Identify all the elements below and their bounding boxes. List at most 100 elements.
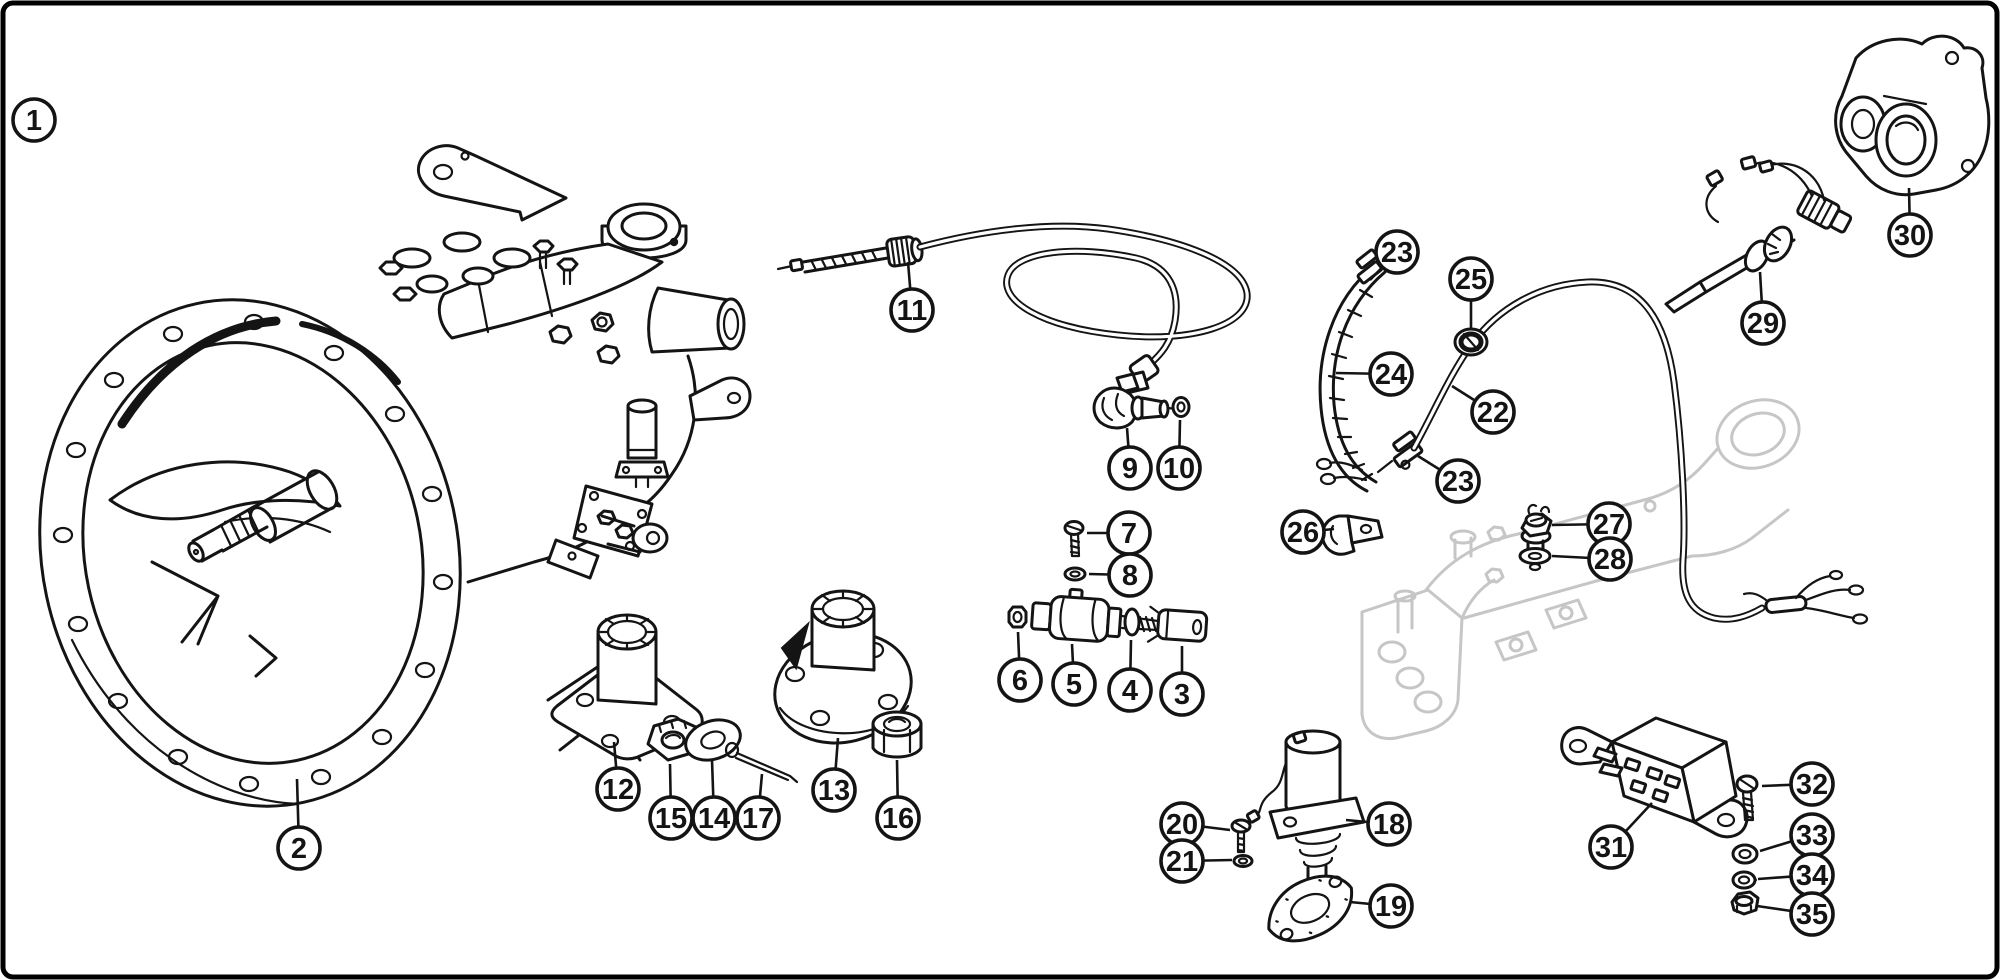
callout-circle[interactable] bbox=[1107, 552, 1153, 598]
callout-31[interactable]: 31 bbox=[1588, 802, 1653, 870]
callout-4[interactable]: 4 bbox=[1107, 639, 1153, 713]
callout-16[interactable]: 16 bbox=[875, 759, 921, 841]
callout-18[interactable]: 18 bbox=[1345, 801, 1412, 847]
callout-circle[interactable] bbox=[1107, 445, 1153, 491]
callout-circle[interactable] bbox=[1789, 761, 1835, 807]
callout-circle[interactable] bbox=[1368, 883, 1414, 929]
callout-number: 35 bbox=[1796, 899, 1828, 931]
grommet bbox=[1453, 327, 1489, 357]
input-shaft bbox=[187, 469, 339, 563]
callout-13[interactable]: 13 bbox=[811, 737, 857, 813]
callout-28[interactable]: 28 bbox=[1551, 536, 1633, 582]
callout-17[interactable]: 17 bbox=[735, 773, 781, 841]
callout-7[interactable]: 7 bbox=[1087, 510, 1152, 556]
callout-22[interactable]: 22 bbox=[1451, 384, 1516, 435]
callout-number: 32 bbox=[1796, 769, 1828, 801]
callout-21[interactable]: 21 bbox=[1159, 838, 1233, 884]
relay bbox=[1560, 716, 1749, 839]
callout-circle[interactable] bbox=[1280, 509, 1326, 555]
callout-2[interactable]: 2 bbox=[276, 778, 322, 871]
relay-terminals bbox=[1592, 746, 1682, 804]
harness-sleeve bbox=[1315, 248, 1424, 493]
callout-circle[interactable] bbox=[1435, 458, 1481, 504]
callout-5[interactable]: 5 bbox=[1051, 643, 1097, 707]
washer-33 bbox=[1731, 843, 1759, 865]
callout-9[interactable]: 9 bbox=[1107, 427, 1153, 491]
callout-circle[interactable] bbox=[1448, 256, 1494, 302]
callout-circle[interactable] bbox=[11, 97, 57, 143]
callout-circle[interactable] bbox=[1740, 300, 1786, 346]
callout-circle[interactable] bbox=[1051, 661, 1097, 707]
flange-nut bbox=[871, 710, 923, 759]
callout-23a[interactable]: 23 bbox=[1369, 229, 1420, 281]
callout-25[interactable]: 25 bbox=[1448, 256, 1494, 328]
callout-circle[interactable] bbox=[648, 795, 694, 841]
plain-washer bbox=[684, 718, 742, 762]
callout-circle[interactable] bbox=[1156, 445, 1202, 491]
callout-8[interactable]: 8 bbox=[1088, 552, 1153, 598]
callout-3[interactable]: 3 bbox=[1159, 646, 1205, 717]
callout-number: 18 bbox=[1373, 809, 1405, 841]
callout-29[interactable]: 29 bbox=[1740, 271, 1786, 346]
callout-circle[interactable] bbox=[1366, 801, 1412, 847]
callout-26[interactable]: 26 bbox=[1280, 509, 1335, 555]
solenoid bbox=[1245, 729, 1366, 894]
callout-number: 30 bbox=[1894, 220, 1926, 252]
callout-circle[interactable] bbox=[1470, 389, 1516, 435]
callout-number: 33 bbox=[1796, 820, 1828, 852]
callout-circle[interactable] bbox=[735, 795, 781, 841]
screw-7 bbox=[1063, 520, 1085, 558]
mounting-bracket bbox=[1834, 34, 1991, 197]
callout-number: 13 bbox=[818, 775, 850, 807]
callout-circle[interactable] bbox=[1588, 824, 1634, 870]
callout-circle[interactable] bbox=[1368, 351, 1414, 397]
callout-circle[interactable] bbox=[595, 766, 641, 812]
callout-circle[interactable] bbox=[1789, 891, 1835, 937]
bellhousing-bolt-holes bbox=[52, 313, 454, 793]
callout-number: 31 bbox=[1595, 832, 1627, 864]
gearbox-case bbox=[378, 144, 752, 584]
callout-35[interactable]: 35 bbox=[1756, 891, 1835, 937]
callout-11[interactable]: 11 bbox=[889, 261, 935, 333]
callout-23b[interactable]: 23 bbox=[1417, 454, 1481, 504]
switch-plug bbox=[1520, 503, 1553, 545]
callout-circle[interactable] bbox=[1159, 838, 1205, 884]
washer-8 bbox=[1063, 566, 1087, 582]
callout-1[interactable]: 1 bbox=[11, 97, 57, 143]
callout-6[interactable]: 6 bbox=[997, 631, 1043, 703]
callout-32[interactable]: 32 bbox=[1761, 761, 1835, 807]
callout-circle[interactable] bbox=[1107, 667, 1153, 713]
callout-circle[interactable] bbox=[1587, 536, 1633, 582]
callout-number: 10 bbox=[1163, 453, 1195, 485]
callout-10[interactable]: 10 bbox=[1156, 419, 1202, 491]
cable-terminal-bottom bbox=[1392, 430, 1424, 470]
callout-15[interactable]: 15 bbox=[648, 763, 694, 841]
drive-flange-round bbox=[773, 589, 913, 745]
callout-circle[interactable] bbox=[1374, 229, 1420, 275]
callout-number: 7 bbox=[1121, 518, 1137, 550]
callout-20[interactable]: 20 bbox=[1159, 801, 1231, 847]
callout-circle[interactable] bbox=[875, 795, 921, 841]
callout-circle[interactable] bbox=[276, 825, 322, 871]
callout-number: 23 bbox=[1381, 237, 1413, 269]
callout-number: 12 bbox=[602, 774, 634, 806]
callout-circle[interactable] bbox=[1887, 212, 1933, 258]
callout-24[interactable]: 24 bbox=[1335, 351, 1414, 397]
callout-circle[interactable] bbox=[889, 287, 935, 333]
callout-circle[interactable] bbox=[811, 767, 857, 813]
callout-circle[interactable] bbox=[997, 657, 1043, 703]
callout-circle[interactable] bbox=[1159, 671, 1205, 717]
callout-number: 16 bbox=[882, 803, 914, 835]
callout-30[interactable]: 30 bbox=[1887, 187, 1933, 258]
callout-33[interactable]: 33 bbox=[1759, 812, 1835, 858]
callout-14[interactable]: 14 bbox=[691, 759, 737, 841]
angle-drive bbox=[1092, 372, 1179, 430]
callout-34[interactable]: 34 bbox=[1757, 852, 1835, 898]
sealing-washer-10 bbox=[1171, 396, 1191, 418]
callout-12[interactable]: 12 bbox=[595, 741, 641, 812]
callout-number: 25 bbox=[1455, 264, 1487, 296]
callout-19[interactable]: 19 bbox=[1349, 883, 1414, 929]
